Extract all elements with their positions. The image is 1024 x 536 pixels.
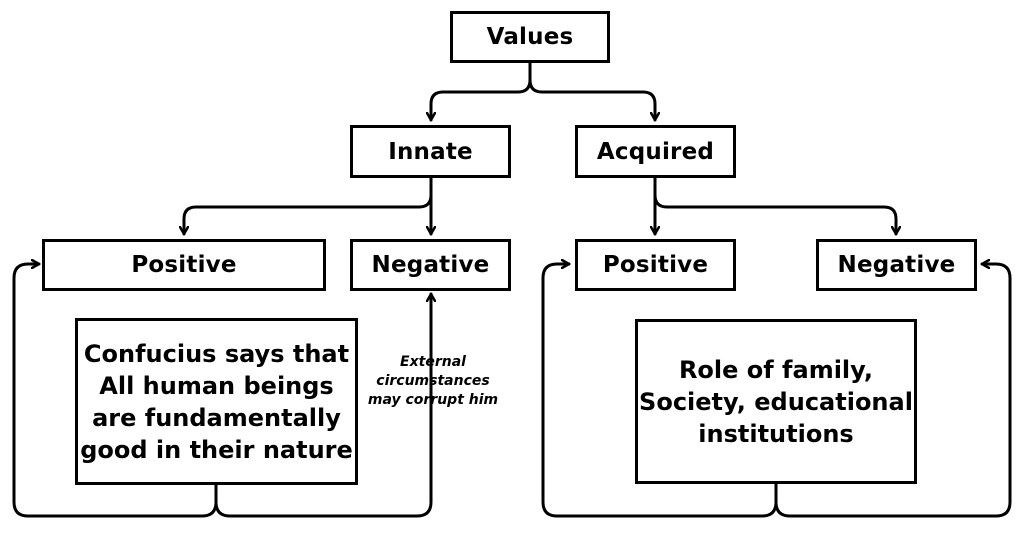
role-line-3: institutions (698, 419, 854, 448)
connector-confucius-negative (214, 292, 431, 518)
role-note-box: Role of family, Society, educational ins… (635, 319, 917, 484)
acquired-positive-label: Positive (602, 252, 709, 278)
acquired-negative-node: Negative (816, 239, 977, 291)
innate-negative-node: Negative (350, 239, 511, 291)
external-line-3: may corrupt him (367, 392, 499, 408)
acquired-label: Acquired (596, 138, 715, 165)
innate-negative-label: Negative (371, 252, 490, 278)
external-line-2: circumstances (376, 373, 490, 389)
connector-role-negative (774, 264, 1012, 518)
confucius-line-1: Confucius says that (83, 339, 350, 368)
innate-positive-label: Positive (131, 252, 237, 278)
role-line-2: Society, educational (639, 387, 913, 416)
acquired-negative-label: Negative (837, 252, 956, 278)
connector-innate-positive (184, 175, 433, 236)
confucius-note-box: Confucius says that All human beings are… (75, 318, 358, 485)
connector-values-innate (431, 60, 532, 122)
external-circumstances-annotation: External circumstances may corrupt him (358, 353, 508, 410)
connector-acquired-negative (653, 193, 896, 236)
innate-label: Innate (388, 138, 473, 165)
confucius-line-2: All human beings (99, 371, 334, 400)
values-label: Values (486, 24, 574, 50)
connector-values-acquired (528, 78, 655, 122)
role-line-1: Role of family, (678, 355, 874, 384)
confucius-line-3: are fundamentally (92, 403, 341, 432)
confucius-line-4: good in their nature (80, 435, 353, 464)
innate-node: Innate (350, 125, 511, 178)
connector-confucius-positive (12, 264, 218, 518)
connector-role-positive (541, 264, 778, 518)
values-node: Values (450, 11, 610, 63)
innate-positive-node: Positive (42, 239, 326, 291)
external-line-1: External (400, 354, 466, 370)
acquired-node: Acquired (575, 125, 736, 178)
acquired-positive-node: Positive (575, 239, 736, 291)
